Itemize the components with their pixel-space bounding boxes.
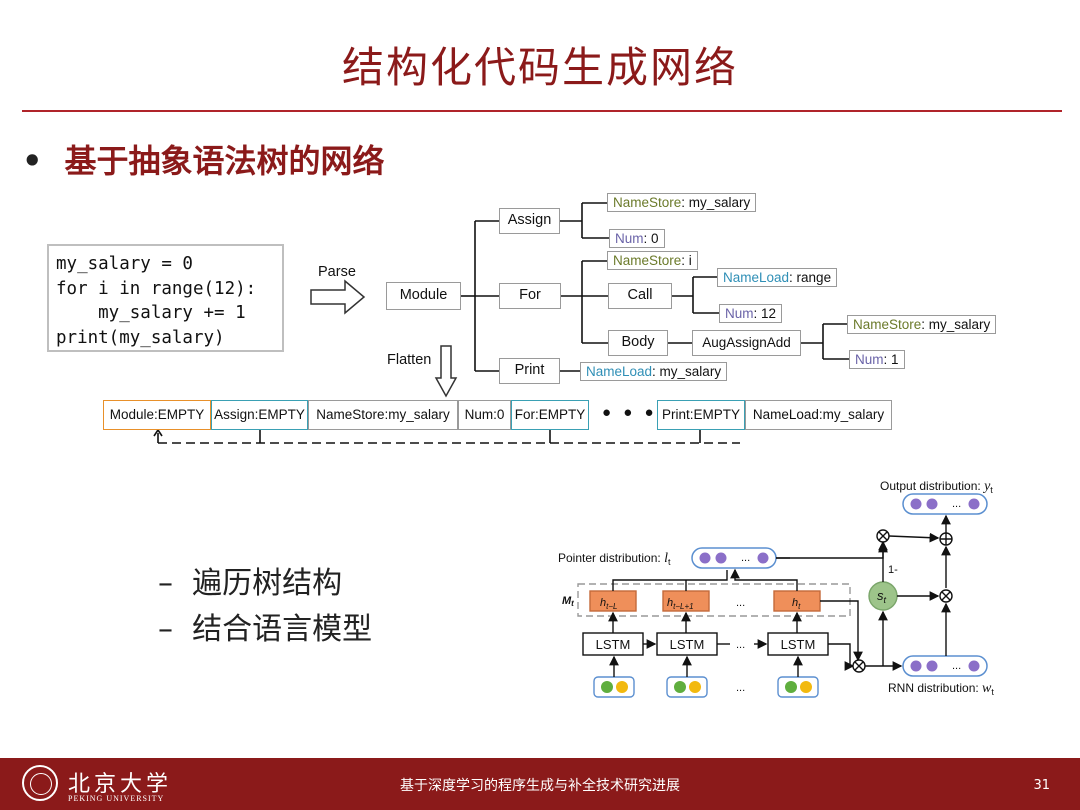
tree-node-assign: Assign <box>499 208 560 234</box>
title-divider <box>22 110 1062 112</box>
leaf-val: : my_salary <box>681 195 751 210</box>
university-seal-icon <box>22 765 58 801</box>
hidden-cell-3-label: ht <box>792 597 801 611</box>
lstm-label-2: LSTM <box>670 637 705 652</box>
leaf-val: : i <box>681 253 692 268</box>
leaf-key: NameStore <box>613 253 682 268</box>
tree-connectors <box>153 202 849 444</box>
leaf-val: : range <box>789 270 832 285</box>
leaf-key: NameStore <box>613 195 682 210</box>
subpoint-1: – 遍历树结构 <box>158 566 343 601</box>
one-minus-label: 1- <box>888 564 898 576</box>
parse-label: Parse <box>318 264 356 280</box>
bullet-text: 基于抽象语法树的网络 <box>64 142 385 180</box>
leaf-key: Num <box>855 352 884 367</box>
lstm-ellipsis: ... <box>736 639 745 651</box>
seq-token-7: NameLoad:my_salary <box>745 400 892 430</box>
lstm-label-3: LSTM <box>781 637 816 652</box>
code-snippet: my_salary = 0 for i in range(12): my_sal… <box>47 244 284 352</box>
slide-title: 结构化代码生成网络 <box>341 43 738 92</box>
leaf-call-num: Num: 12 <box>719 304 783 323</box>
output-distribution-label: Output distribution: yt <box>880 479 993 495</box>
seq-token-1: Module:EMPTY <box>103 400 211 430</box>
leaf-key: Num <box>725 306 754 321</box>
rnn-dots-ellipsis: ... <box>952 660 961 672</box>
output-distribution-box <box>902 493 988 515</box>
subpoint-1-text: 遍历树结构 <box>192 566 343 601</box>
seq-token-5: For:EMPTY <box>511 400 589 430</box>
pointer-distribution-label: Pointer distribution: lt <box>558 551 671 567</box>
input-ellipsis: ... <box>736 682 745 694</box>
lstm-label-1: LSTM <box>596 637 631 652</box>
input-dots <box>601 681 812 693</box>
tree-node-print: Print <box>499 358 560 384</box>
leaf-aug-namestore: NameStore: my_salary <box>847 315 997 334</box>
output-dots-ellipsis: ... <box>952 498 961 510</box>
tree-node-for: For <box>499 283 561 309</box>
bullet-heading: • 基于抽象语法树的网络 <box>22 136 384 182</box>
tree-node-augassign: AugAssignAdd <box>692 330 801 356</box>
pointer-dots-ellipsis: ... <box>741 552 750 564</box>
hidden-cell-1-label: ht−L <box>600 597 617 611</box>
leaf-key: NameLoad <box>723 270 790 285</box>
gate-label: st <box>877 588 887 605</box>
tree-node-call: Call <box>608 283 672 309</box>
page-number: 31 <box>1033 778 1050 793</box>
output-dots <box>910 498 980 510</box>
seq-token-3: NameStore:my_salary <box>308 400 458 430</box>
pointer-dots <box>699 552 769 564</box>
footer-bar: 北京大学 PEKING UNIVERSITY 基于深度学习的程序生成与补全技术研… <box>0 758 1080 810</box>
leaf-for-namestore: NameStore: i <box>607 251 698 270</box>
university-name-cn: 北京大学 <box>68 772 173 797</box>
university-name-en: PEKING UNIVERSITY <box>68 794 165 803</box>
rnn-dots <box>910 660 980 672</box>
leaf-key: NameStore <box>853 317 922 332</box>
hidden-cell-2-label: ht−L+1 <box>667 597 694 611</box>
flatten-label: Flatten <box>387 352 432 368</box>
seq-token-4: Num:0 <box>458 400 511 430</box>
leaf-assign-num: Num: 0 <box>609 229 665 248</box>
tree-node-body: Body <box>608 330 668 356</box>
leaf-print-nameload: NameLoad: my_salary <box>580 362 728 381</box>
footer-center-text: 基于深度学习的程序生成与补全技术研究进展 <box>400 778 680 794</box>
subpoint-2-text: 结合语言模型 <box>192 612 373 647</box>
seq-token-6: Print:EMPTY <box>657 400 745 430</box>
memory-label: Mt <box>562 595 574 608</box>
hidden-ellipsis: ... <box>736 597 745 609</box>
leaf-aug-num: Num: 1 <box>849 350 905 369</box>
tree-node-module: Module <box>386 282 461 310</box>
seq-ellipsis: ● ● ● <box>602 404 658 421</box>
subpoint-2: – 结合语言模型 <box>158 612 373 647</box>
leaf-val: : my_salary <box>652 364 722 379</box>
leaf-val: : 1 <box>883 352 899 367</box>
memory-region <box>577 583 851 617</box>
leaf-key: Num <box>615 231 644 246</box>
leaf-val: : 12 <box>753 306 777 321</box>
rnn-distribution-label: RNN distribution: wt <box>888 681 994 697</box>
leaf-val: : 0 <box>643 231 659 246</box>
pointer-network-diagram: Output distribution: yt Pointer distribu… <box>558 479 994 698</box>
leaf-assign-namestore: NameStore: my_salary <box>607 193 757 212</box>
leaf-call-nameload: NameLoad: range <box>717 268 838 287</box>
leaf-val: : my_salary <box>921 317 991 332</box>
seq-token-2: Assign:EMPTY <box>211 400 308 430</box>
leaf-key: NameLoad <box>586 364 653 379</box>
bullet-dot: • <box>22 142 43 180</box>
rnn-distribution-box <box>902 655 988 677</box>
